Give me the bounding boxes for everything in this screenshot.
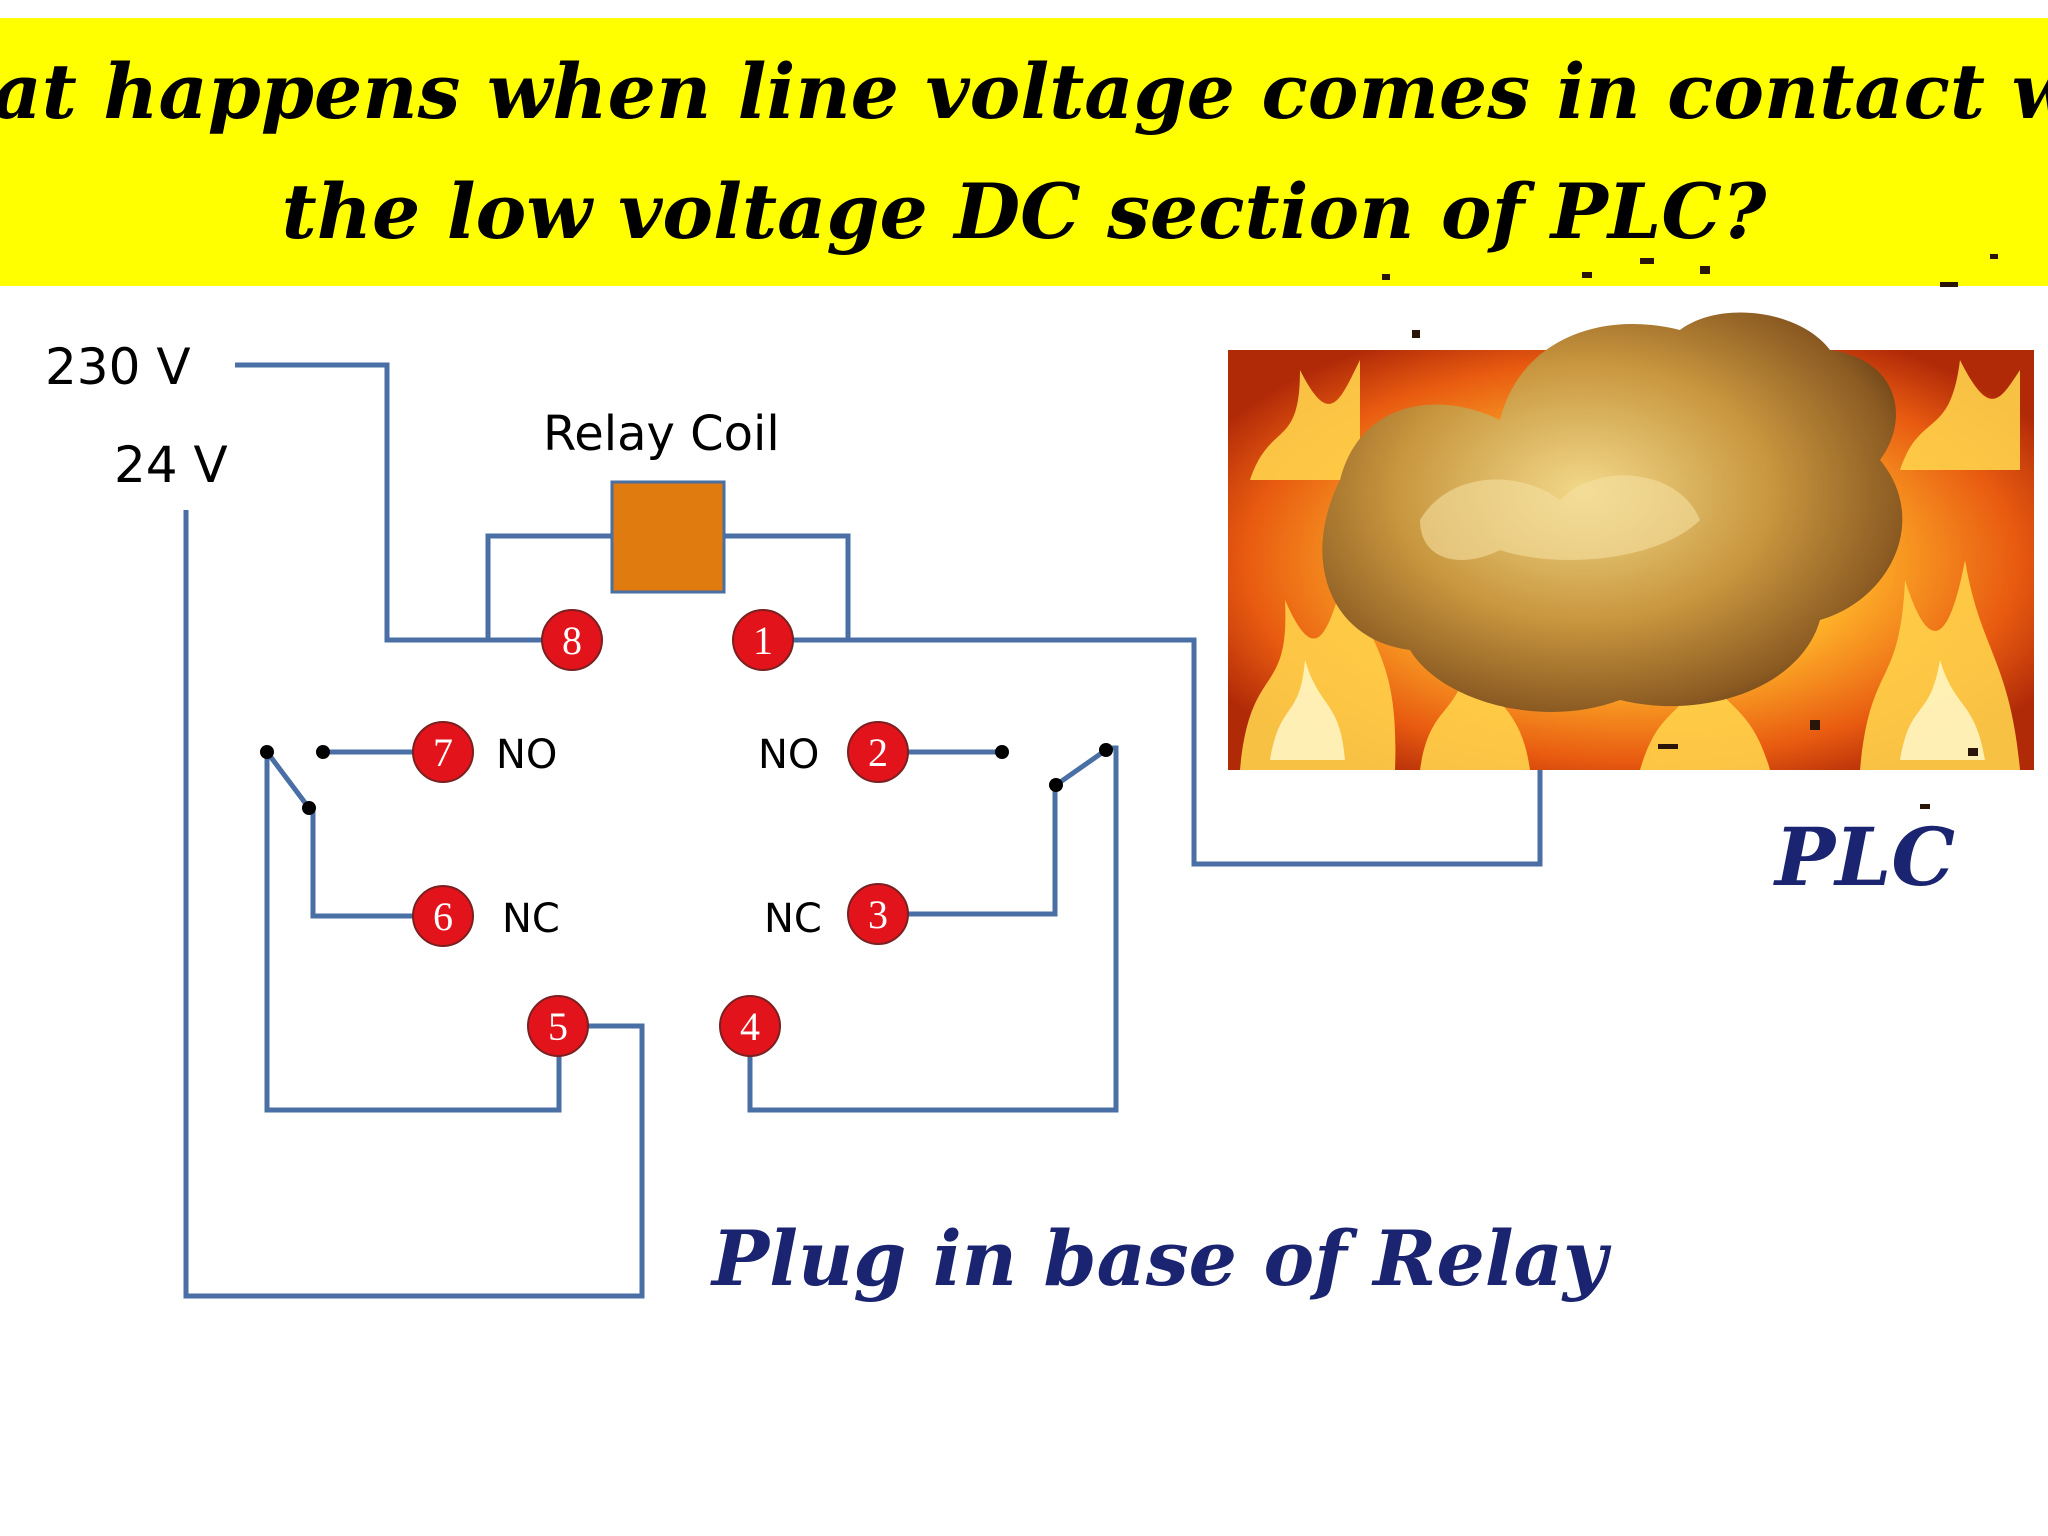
pin-7-label: 7	[433, 730, 453, 775]
wire-230v-to-pin8	[235, 362, 572, 643]
left-common-dot	[260, 745, 274, 759]
pin-4: 4	[719, 995, 781, 1057]
smoke-highlight	[1420, 475, 1700, 560]
right-nc-dot	[1049, 778, 1063, 792]
pin-3-label: 3	[868, 892, 888, 937]
wire-nc6	[310, 808, 443, 919]
label-no-right: NO	[758, 732, 819, 778]
plug-base-label: Plug in base of Relay	[710, 1214, 1612, 1303]
plc-fire-illustration	[1228, 254, 2034, 809]
wiring	[183, 362, 1543, 1299]
title-line-1: What happens when line voltage comes in …	[0, 47, 2048, 136]
left-no-dot	[316, 745, 330, 759]
contact-dots	[260, 743, 1113, 815]
left-switch-blade	[265, 750, 311, 810]
wire-left-common	[264, 752, 562, 1113]
wire-nc3	[878, 785, 1058, 917]
pin-5: 5	[527, 995, 589, 1057]
right-switch-blade	[1054, 747, 1108, 788]
pin-6: 6	[412, 885, 474, 947]
pin-4-label: 4	[740, 1004, 760, 1049]
label-no-left: NO	[496, 732, 557, 778]
pin-7: 7	[412, 721, 474, 783]
relay-coil	[610, 480, 726, 594]
wire-pin1-to-plc	[763, 637, 1543, 867]
debris	[1382, 254, 1998, 809]
title-line-2: the low voltage DC section of PLC?	[282, 167, 1768, 256]
label-nc-left: NC	[502, 896, 560, 942]
flame-cores	[1270, 660, 1985, 760]
label-nc-right: NC	[764, 896, 822, 942]
wire-coil-left	[485, 533, 612, 640]
right-no-dot	[995, 745, 1009, 759]
label-24v: 24 V	[114, 436, 228, 494]
pin-6-label: 6	[433, 894, 453, 939]
pin-1-label: 1	[753, 618, 773, 663]
pin-5-label: 5	[548, 1004, 568, 1049]
relay-pins: 8 1 7 2 6 3 5 4	[412, 609, 909, 1057]
pin-1: 1	[732, 609, 794, 671]
title-banner	[0, 18, 2048, 286]
label-230v: 230 V	[45, 338, 191, 396]
pin-3: 3	[847, 883, 909, 945]
pin-8: 8	[541, 609, 603, 671]
wire-coil-right	[724, 533, 851, 640]
pin-2-label: 2	[868, 730, 888, 775]
right-common-dot	[1099, 743, 1113, 757]
pin-8-label: 8	[562, 618, 582, 663]
left-nc-dot	[302, 801, 316, 815]
pin-2: 2	[847, 721, 909, 783]
wire-24v-to-pin5	[183, 510, 645, 1299]
plc-label: PLC	[1773, 810, 1955, 904]
relay-coil-label: Relay Coil	[543, 406, 780, 462]
wire-right-common	[747, 745, 1119, 1113]
